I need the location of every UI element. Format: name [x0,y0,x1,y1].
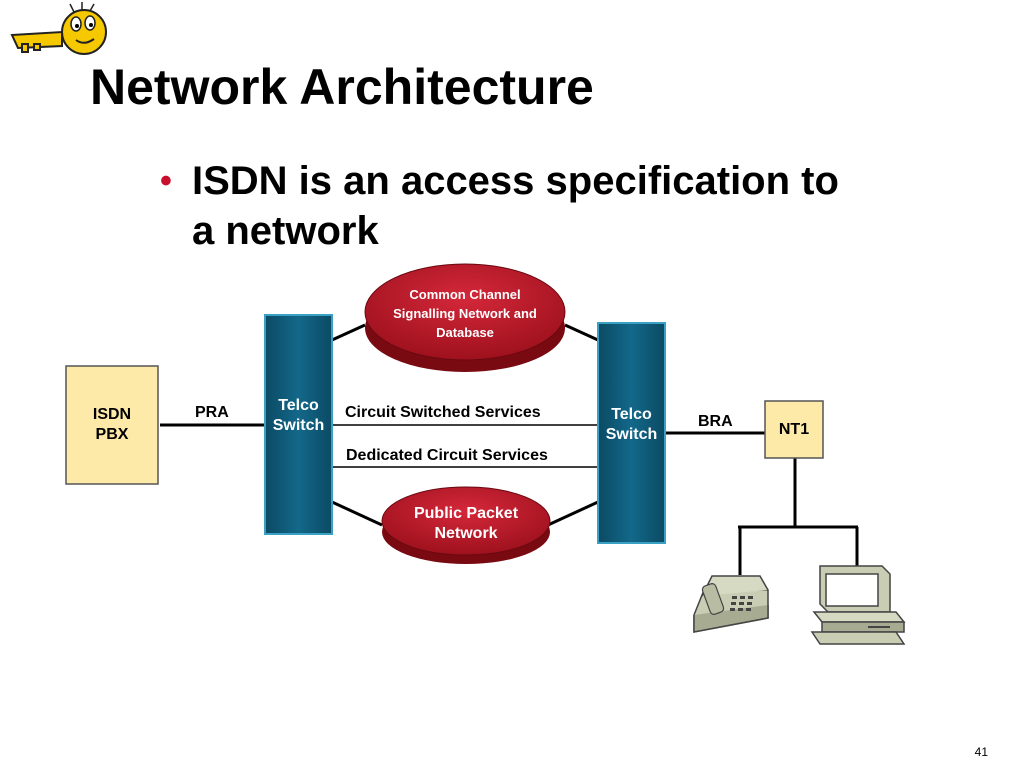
slide-title: Network Architecture [90,59,594,115]
public-packet-line-1: Public Packet [413,505,519,522]
common-channel-label: Common Channel Signalling Network and Da… [365,285,565,342]
dedicated-circuit-label: Dedicated Circuit Services [346,447,548,464]
common-channel-line-3: Database [436,325,494,340]
circuit-switched-label: Circuit Switched Services [345,404,541,421]
telco-switch-right [597,322,666,544]
ccs-to-right-switch-line [564,323,599,342]
common-channel-line-1: Common Channel [409,287,521,302]
telco-switch-left [264,314,333,535]
public-packet-label: Public Packet Network [382,504,550,544]
telco-switch-left-line-2: Switch [272,417,325,434]
bullet-text: ISDN is an access specification to a net… [192,159,839,253]
bra-label: BRA [698,413,733,430]
nt1-label: NT1 [778,421,810,438]
left-switch-to-ccs-line [331,323,366,342]
computer-icon [810,565,906,645]
page-number: 41 [974,745,988,759]
key-mascot-icon [10,2,107,55]
telco-switch-right-line-2: Switch [605,426,658,443]
pra-label: PRA [195,404,229,421]
telephone-icon [693,575,769,633]
telco-switch-right-label: Telco Switch [598,405,665,445]
ppn-to-right-switch-line [547,500,599,527]
common-channel-line-2: Signalling Network and [393,306,537,321]
telco-switch-right-line-1: Telco [611,406,652,423]
public-packet-cloud [381,486,551,556]
nt1-box [764,400,824,459]
isdn-pbx-line-1: ISDN [92,406,132,423]
telco-switch-left-label: Telco Switch [265,396,332,436]
public-packet-line-2: Network [434,525,498,542]
common-channel-cloud [364,263,566,361]
bullet-dot: • [160,162,172,200]
isdn-pbx-box [65,365,159,485]
telco-switch-left-line-1: Telco [278,397,319,414]
isdn-pbx-label: ISDN PBX [66,405,158,445]
left-switch-to-ppn-line [331,500,383,527]
isdn-pbx-line-2: PBX [95,426,129,443]
